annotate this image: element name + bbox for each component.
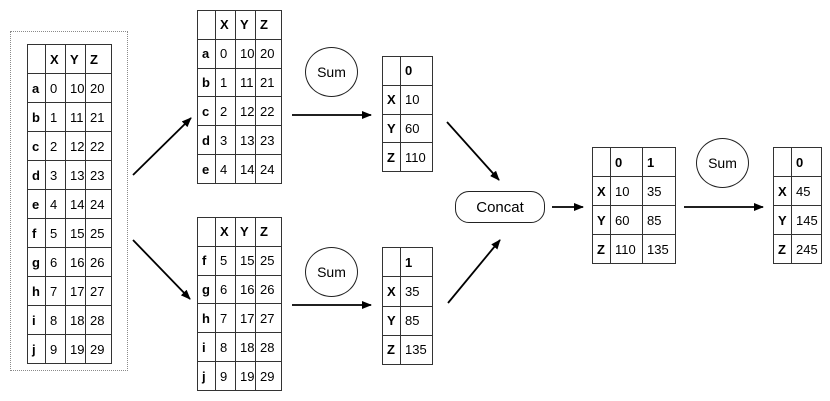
header-row: 0 [773,147,822,177]
value-cell: 29 [255,361,282,391]
value-cell: 10 [610,176,643,206]
concat-label: Concat [476,198,524,216]
value-cell: 13 [65,160,86,190]
arrow-sum1-to-concat [446,121,500,181]
column-header: 1 [642,147,676,177]
sum-label: Sum [708,155,737,171]
value-cell: 60 [610,205,643,235]
column-header: 0 [791,147,822,177]
value-cell: 16 [235,274,256,305]
column-header: 0 [400,56,433,86]
sum-label: Sum [317,264,346,280]
value-cell: 23 [255,125,282,156]
value-cell: 13 [235,125,256,156]
column-header: Z [255,217,282,247]
value-cell: 20 [85,73,112,103]
value-cell: 135 [400,334,433,366]
value-cell: 29 [85,334,112,364]
value-cell: 35 [400,276,433,307]
concat-operation: Concat [455,191,545,223]
value-cell: 17 [65,276,86,306]
sum-operation-final: Sum [696,138,749,188]
row-index-cell: Z [592,234,611,264]
value-cell: 135 [642,234,676,264]
value-cell: 145 [791,205,822,235]
value-cell: 27 [85,276,112,306]
sum-operation-bottom: Sum [305,247,358,297]
value-cell: 110 [400,142,433,172]
arrow-sum2-to-concat [447,239,501,304]
value-cell: 22 [255,96,282,127]
value-cell: 4 [215,154,236,184]
value-cell: 21 [255,67,282,98]
value-cell: 9 [215,361,236,391]
source-dataframe-outline [10,31,128,371]
value-cell: 24 [85,189,112,219]
value-cell: 12 [235,96,256,127]
value-cell: 26 [255,274,282,305]
sum-label: Sum [317,64,346,80]
value-cell: 21 [85,102,112,132]
value-cell: 23 [85,160,112,190]
value-cell: 24 [255,154,282,184]
value-cell: 18 [235,332,256,363]
value-cell: 22 [85,131,112,161]
arrow-split-top [132,117,192,176]
sum-operation-top: Sum [305,47,358,97]
arrow-split-bottom [132,239,191,300]
value-cell: 10 [235,38,256,69]
value-cell: 28 [85,305,112,335]
value-cell: 45 [791,176,822,206]
column-header: Z [85,44,112,74]
value-cell: 25 [85,218,112,248]
value-cell: 245 [791,234,822,264]
